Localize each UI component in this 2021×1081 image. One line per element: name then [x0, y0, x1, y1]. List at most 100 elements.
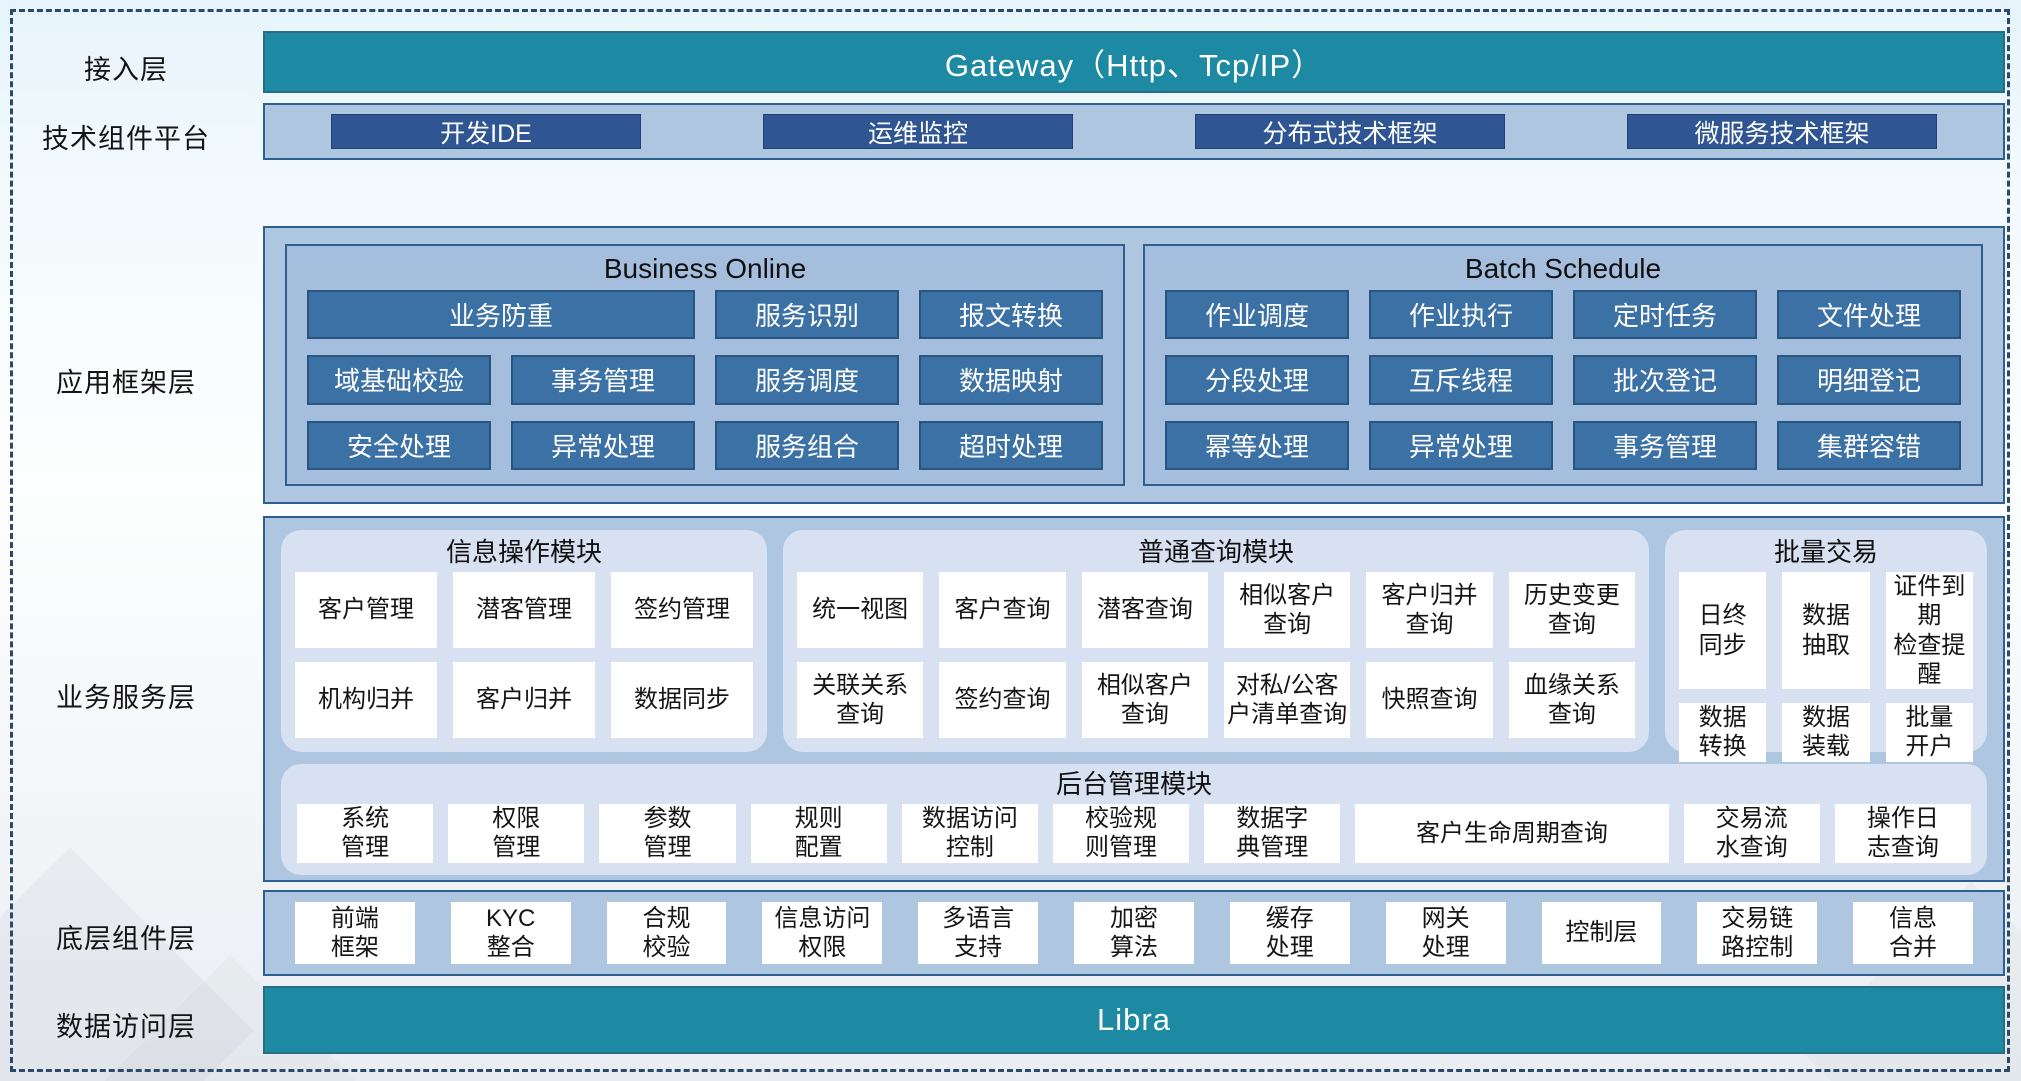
tech-platform-panel: 开发IDE 运维监控 分布式技术框架 微服务技术框架: [263, 103, 2005, 160]
gateway-bar: Gateway（Http、Tcp/IP）: [263, 31, 2005, 93]
business-service-panel: 信息操作模块 客户管理 潜客管理 签约管理 机构归并 客户归并 数据同步 普通查…: [263, 516, 2005, 882]
base-box: 控制层: [1541, 902, 1662, 964]
base-box: 信息访问 权限: [762, 902, 883, 964]
business-online-grid: 业务防重 服务识别 报文转换 域基础校验 事务管理 服务调度 数据映射 安全处理…: [307, 290, 1103, 470]
service-box: 批量 开户: [1885, 703, 1973, 762]
base-box: 多语言 支持: [918, 902, 1039, 964]
base-box: 加密 算法: [1074, 902, 1194, 964]
service-box: 签约管理: [611, 572, 753, 648]
service-box: 签约查询: [939, 662, 1066, 738]
service-box: 证件到期 检查提醒: [1885, 572, 1973, 690]
framework-box: 异常处理: [511, 420, 695, 470]
service-box: 潜客管理: [453, 572, 595, 648]
layer-label-data-access: 数据访问层: [56, 1012, 196, 1042]
general-query-module: 普通查询模块 统一视图 客户查询 潜客查询 相似客户 查询 客户归并 查询 历史…: [783, 530, 1649, 752]
base-box: 交易链 路控制: [1697, 902, 1818, 964]
framework-box: 作业执行: [1369, 290, 1553, 340]
framework-box: 幂等处理: [1165, 420, 1349, 470]
service-box: 客户生命周期查询: [1355, 804, 1669, 863]
backend-admin-module: 后台管理模块 系统 管理 权限 管理 参数 管理 规则 配置 数据访问 控制 校…: [281, 764, 1987, 875]
layer-label-app-framework: 应用框架层: [56, 368, 196, 398]
base-box: KYC 整合: [450, 902, 571, 964]
service-box: 相似客户 查询: [1081, 662, 1208, 738]
business-online-panel: Business Online 业务防重 服务识别 报文转换 域基础校验 事务管…: [285, 244, 1125, 486]
framework-box: 服务组合: [715, 420, 899, 470]
backend-admin-row: 系统 管理 权限 管理 参数 管理 规则 配置 数据访问 控制 校验规 则管理 …: [297, 804, 1971, 863]
service-box: 客户归并 查询: [1366, 572, 1493, 648]
service-box: 机构归并: [295, 662, 437, 738]
service-box: 客户管理: [295, 572, 437, 648]
service-box: 校验规 则管理: [1052, 804, 1190, 863]
tech-box-dev-ide: 开发IDE: [331, 114, 641, 149]
framework-box: 事务管理: [511, 355, 695, 405]
tech-box-microservice-framework: 微服务技术框架: [1627, 114, 1937, 149]
service-box: 数据 抽取: [1782, 572, 1870, 690]
framework-box: 文件处理: [1777, 290, 1961, 340]
batch-schedule-panel: Batch Schedule 作业调度 作业执行 定时任务 文件处理 分段处理 …: [1143, 244, 1983, 486]
base-box: 前端 框架: [295, 902, 415, 964]
service-box: 统一视图: [797, 572, 924, 648]
batch-schedule-title: Batch Schedule: [1464, 253, 1662, 284]
base-box: 信息 合并: [1853, 902, 1973, 964]
framework-box: 超时处理: [919, 420, 1103, 470]
framework-box: 集群容错: [1777, 420, 1961, 470]
service-box: 数据同步: [611, 662, 753, 738]
tech-box-distributed-framework: 分布式技术框架: [1195, 114, 1505, 149]
service-box: 历史变更 查询: [1508, 572, 1635, 648]
service-box: 血缘关系 查询: [1508, 662, 1635, 738]
framework-box: 定时任务: [1573, 290, 1757, 340]
batch-trade-title: 批量交易: [1773, 537, 1878, 567]
batch-trade-grid: 日终 同步 数据 抽取 证件到期 检查提醒 数据 转换 数据 装载 批量 开户: [1679, 572, 1973, 762]
framework-box: 事务管理: [1573, 420, 1757, 470]
framework-box: 批次登记: [1573, 355, 1757, 405]
general-query-grid: 统一视图 客户查询 潜客查询 相似客户 查询 客户归并 查询 历史变更 查询 关…: [797, 572, 1635, 738]
service-box: 交易流 水查询: [1683, 804, 1820, 863]
batch-schedule-grid: 作业调度 作业执行 定时任务 文件处理 分段处理 互斥线程 批次登记 明细登记 …: [1165, 290, 1961, 470]
service-modules-row: 信息操作模块 客户管理 潜客管理 签约管理 机构归并 客户归并 数据同步 普通查…: [281, 530, 1987, 762]
service-box: 潜客查询: [1081, 572, 1208, 648]
service-box: 系统 管理: [297, 804, 434, 863]
framework-box: 域基础校验: [307, 355, 491, 405]
framework-box: 作业调度: [1165, 290, 1349, 340]
base-box: 合规 校验: [606, 902, 727, 964]
service-box: 快照查询: [1366, 662, 1493, 738]
service-box: 相似客户 查询: [1224, 572, 1351, 648]
batch-trade-module: 批量交易 日终 同步 数据 抽取 证件到期 检查提醒 数据 转换 数据 装载 批…: [1665, 530, 1987, 762]
layer-label-access: 接入层: [84, 55, 168, 85]
layer-label-business-service: 业务服务层: [56, 683, 196, 713]
layer-label-tech-platform: 技术组件平台: [42, 124, 210, 154]
service-box: 规则 配置: [750, 804, 887, 863]
framework-box: 明细登记: [1777, 355, 1961, 405]
framework-box: 报文转换: [919, 290, 1103, 340]
app-framework-panel: Business Online 业务防重 服务识别 报文转换 域基础校验 事务管…: [263, 226, 2005, 504]
base-components-panel: 前端 框架 KYC 整合 合规 校验 信息访问 权限 多语言 支持 加密 算法 …: [263, 890, 2005, 976]
info-operation-title: 信息操作模块: [445, 537, 602, 567]
framework-box: 分段处理: [1165, 355, 1349, 405]
info-operation-module: 信息操作模块 客户管理 潜客管理 签约管理 机构归并 客户归并 数据同步: [281, 530, 767, 752]
layer-label-base-components: 底层组件层: [56, 924, 196, 954]
info-operation-grid: 客户管理 潜客管理 签约管理 机构归并 客户归并 数据同步: [295, 572, 753, 738]
framework-box: 互斥线程: [1369, 355, 1553, 405]
framework-box: 异常处理: [1369, 420, 1553, 470]
service-box: 参数 管理: [599, 804, 736, 863]
business-online-title: Business Online: [603, 253, 807, 284]
base-box: 缓存 处理: [1229, 902, 1350, 964]
libra-bar: Libra: [263, 986, 2005, 1054]
base-box: 网关 处理: [1385, 902, 1506, 964]
service-box: 数据访问 控制: [901, 804, 1038, 863]
framework-box: 服务识别: [715, 290, 899, 340]
service-box: 数据字 典管理: [1204, 804, 1341, 863]
service-box: 权限 管理: [448, 804, 585, 863]
framework-box: 安全处理: [307, 420, 491, 470]
service-box: 客户查询: [939, 572, 1066, 648]
service-box: 对私/公客 户清单查询: [1224, 662, 1351, 738]
general-query-title: 普通查询模块: [1137, 537, 1294, 567]
framework-box: 业务防重: [307, 290, 695, 340]
tech-box-ops-monitor: 运维监控: [763, 114, 1073, 149]
service-box: 操作日 志查询: [1834, 804, 1971, 863]
service-box: 日终 同步: [1679, 572, 1767, 690]
service-box: 数据 转换: [1679, 703, 1767, 762]
service-box: 关联关系 查询: [797, 662, 924, 738]
service-box: 数据 装载: [1782, 703, 1870, 762]
